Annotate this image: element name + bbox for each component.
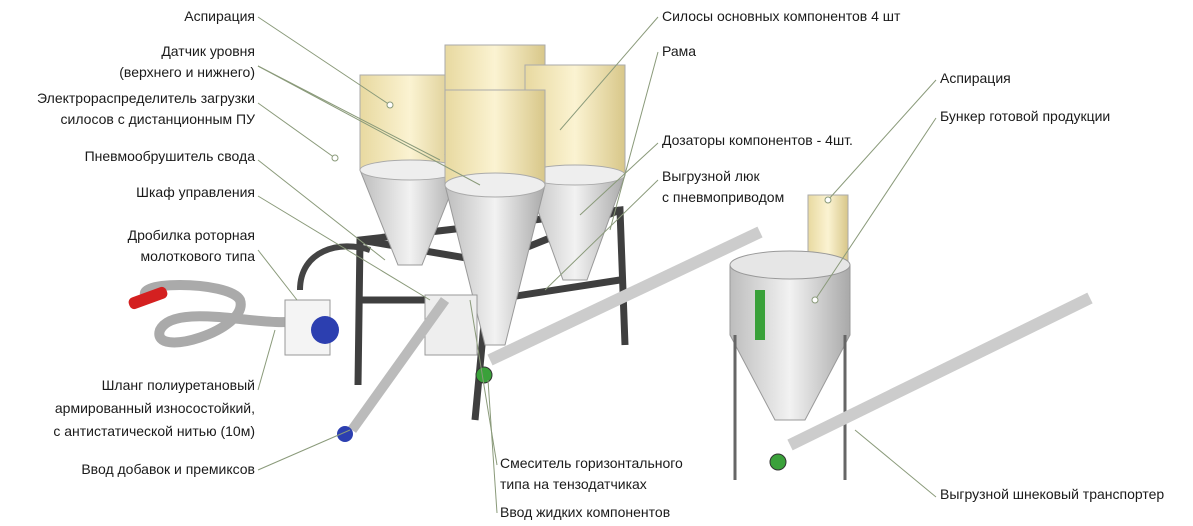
label-line: Дробилка роторная [127,227,255,243]
mixer-tank [729,264,851,421]
label-line: с пневмоприводом [662,189,785,205]
label-hose: Шланг полиуретановый армированный износос… [53,374,255,443]
label-line: силосов с дистанционным ПУ [60,111,255,127]
crusher-motor [311,316,339,344]
label-hatch: Выгрузной люк с пневмоприводом [662,166,784,208]
label-line: Электрораспределитель загрузки [37,90,255,106]
label-level-sensor: Датчик уровня (верхнего и нижнего) [119,41,255,83]
control-cabinet [424,294,478,356]
label-distributor: Электрораспределитель загрузки силосов с … [37,88,255,130]
label-crusher: Дробилка роторная молоткового типа [128,225,255,267]
label-aspiration-right: Аспирация [940,70,1011,86]
label-product-bunker: Бункер готовой продукции [940,108,1111,124]
label-frame: Рама [662,43,697,59]
label-liquid-input: Ввод жидких компонентов [500,504,671,520]
silos [359,44,626,346]
label-line: с антистатической нитью (10м) [53,423,255,439]
label-line: молоткового типа [140,248,255,264]
screw-conveyor [787,292,1093,451]
label-screw-conveyor: Выгрузной шнековый транспортер [940,486,1165,502]
additives-auger [347,297,450,433]
label-additives-input: Ввод добавок и премиксов [81,461,255,477]
label-line: Шланг полиуретановый [101,377,255,393]
label-pneumatic-breaker: Пневмообрушитель свода [84,148,255,164]
label-line: (верхнего и нижнего) [119,64,255,80]
red-nozzle [128,286,168,310]
label-line: Выгрузной люк [662,168,760,184]
label-control-cabinet: Шкаф управления [136,184,255,200]
label-line: типа на тензодатчиках [500,476,647,492]
label-line: армированный износостойкий, [54,400,255,416]
label-aspiration-left: Аспирация [184,8,255,24]
hose [140,280,302,348]
transfer-auger [487,226,763,366]
label-dosers: Дозаторы компонентов - 4шт. [662,132,853,148]
leader-lines [257,16,937,514]
label-silos: Силосы основных компонентов 4 шт [662,8,901,24]
silo [444,89,546,346]
label-mixer: Смеситель горизонтального типа на тензода… [500,453,683,495]
label-line: Смеситель горизонтального [500,455,683,471]
label-line: Датчик уровня [161,43,255,59]
mixer-wheel [475,366,493,384]
